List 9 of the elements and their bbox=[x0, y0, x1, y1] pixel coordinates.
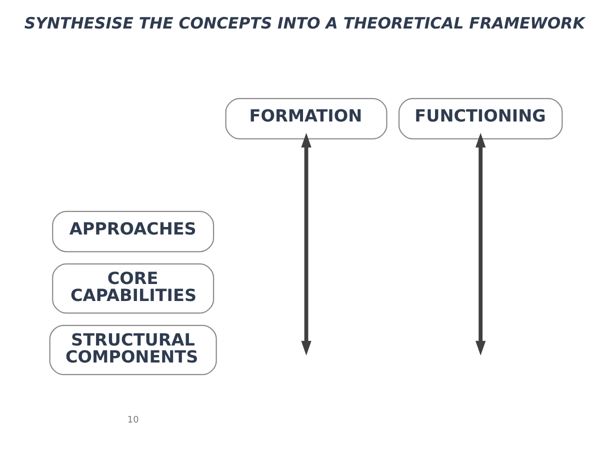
diagram-title: SYNTHESISE THE CONCEPTS INTO A THEORETICAL FRAMEWORK bbox=[24, 13, 584, 32]
arrow bbox=[475, 132, 486, 356]
arrow bbox=[300, 132, 311, 356]
node-box: FORMATION bbox=[224, 98, 387, 140]
node-box: APPROACHES bbox=[52, 210, 214, 252]
node-box: FUNCTIONING bbox=[398, 98, 562, 140]
label: 10 bbox=[126, 415, 138, 426]
node-box: STRUCTURAL COMPONENTS bbox=[48, 324, 216, 376]
node-box: CORE CAPABILITIES bbox=[52, 263, 214, 314]
